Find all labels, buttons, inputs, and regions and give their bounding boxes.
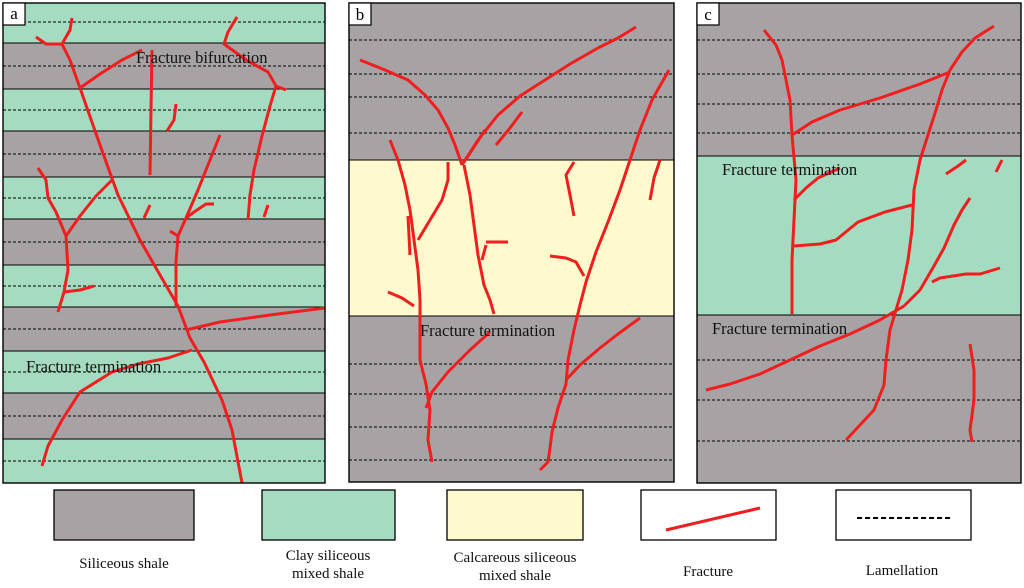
legend-label-line: Calcareous siliceous [453, 550, 577, 566]
lamellation-lines [3, 21, 325, 462]
panel-b-letter: b [356, 5, 365, 24]
panel-b-letter-box [348, 2, 372, 26]
lamellation-lines [349, 39, 674, 461]
fractures-panel-b [359, 25, 671, 472]
panel-c: c Fracture termination Fracture terminat… [696, 2, 1022, 484]
panel-b-layers [349, 3, 674, 482]
legend-label-line: Clay siliceous [285, 548, 371, 564]
legend-label-fracture: Fracture [628, 563, 788, 581]
fractures-panel-a [35, 16, 325, 483]
annotation-fracture-termination-b: Fracture termination [420, 321, 555, 340]
legend-swatch-fracture [640, 489, 777, 541]
legend-label-line: mixed shale [478, 568, 552, 584]
panel-c-layers [697, 3, 1021, 483]
legend-swatch-clay [261, 489, 396, 541]
panel-c-letter-box [696, 2, 720, 26]
legend [53, 489, 972, 541]
legend-label-clay: Clay siliceous mixed shale [248, 547, 408, 583]
fractures-panel-c [705, 24, 1004, 443]
panel-a-layers [3, 3, 325, 483]
legend-label-line: Lamellation [865, 563, 939, 579]
panel-c-letter: c [704, 5, 712, 24]
panel-a-letter: a [10, 4, 18, 23]
legend-label-calcareous: Calcareous siliceous mixed shale [415, 549, 615, 585]
legend-label-line: mixed shale [291, 566, 365, 582]
legend-label-lamellation: Lamellation [822, 562, 982, 580]
panel-b: b Fracture termination [348, 2, 675, 483]
legend-label-line: Siliceous shale [79, 556, 169, 572]
legend-fracture-line [665, 506, 761, 532]
legend-swatch-siliceous [53, 489, 195, 541]
annotation-fracture-bifurcation: Fracture bifurcation [136, 48, 267, 67]
legend-swatch-lamellation [835, 489, 972, 541]
annotation-fracture-termination-c2: Fracture termination [712, 319, 847, 338]
panel-a-letter-box [2, 2, 26, 26]
legend-label-siliceous: Siliceous shale [44, 555, 204, 573]
legend-swatch-calcareous [446, 489, 584, 541]
legend-label-line: Fracture [683, 564, 733, 580]
annotation-fracture-termination-c1: Fracture termination [722, 160, 857, 179]
panel-a: a Fracture bifurcation Fracture terminat… [2, 2, 326, 484]
annotation-fracture-termination-a: Fracture termination [26, 357, 161, 376]
